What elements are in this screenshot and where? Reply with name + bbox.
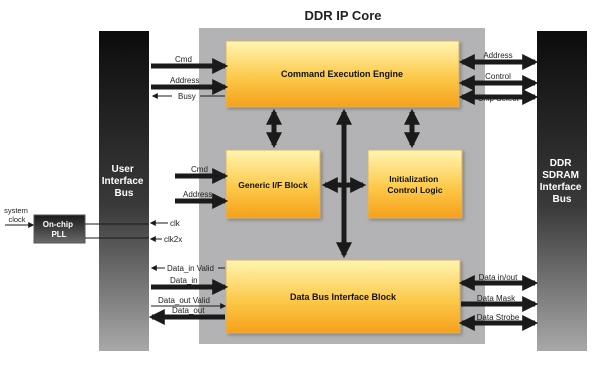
busy-label: Busy xyxy=(178,92,196,101)
data-bus-interface-block xyxy=(225,259,461,334)
ddr-sdram-interface-bus xyxy=(537,31,587,351)
data-out-label: Data_out xyxy=(172,306,205,315)
data-inout-label: Data in/out xyxy=(479,273,518,282)
control-label: Control xyxy=(485,72,511,81)
diagram-title: DDR IP Core xyxy=(304,8,381,23)
cmd-top-label: Cmd xyxy=(175,55,192,64)
data-bus-interface-label: Data Bus Interface Block xyxy=(290,292,397,302)
data-strobe-label: Data Strobe xyxy=(477,313,520,322)
data-in-valid-label: Data_in Valid xyxy=(167,264,214,273)
on-chip-pll-block xyxy=(33,214,86,244)
user-bus-label: User Interface Bus xyxy=(102,164,146,199)
clk2x-label: clk2x xyxy=(164,235,182,244)
address-mid-label: Address xyxy=(183,190,212,199)
data-in-label: Data_in xyxy=(170,276,198,285)
clk-label: clk xyxy=(170,219,181,228)
data-mask-label: Data Mask xyxy=(477,294,516,303)
chip-select-label: Chip Select xyxy=(478,94,520,103)
initialization-control-block xyxy=(367,149,463,219)
command-execution-engine-block xyxy=(225,40,460,108)
on-chip-pll-label: On-chip PLL xyxy=(43,220,75,239)
system-clock-label: system clock xyxy=(4,206,30,224)
address-top-label: Address xyxy=(170,76,199,85)
ddr-bus-label: DDR SDRAM Interface Bus xyxy=(540,158,584,205)
initialization-control-label: Initialization Control Logic xyxy=(387,174,443,195)
command-execution-engine-label: Command Execution Engine xyxy=(281,69,403,79)
user-interface-bus xyxy=(99,31,149,351)
cmd-mid-label: Cmd xyxy=(191,165,208,174)
data-out-valid-label: Data_out Valid xyxy=(158,296,210,305)
generic-if-block xyxy=(225,149,321,219)
address-right-label: Address xyxy=(483,51,512,60)
generic-if-label: Generic I/F Block xyxy=(238,180,308,190)
